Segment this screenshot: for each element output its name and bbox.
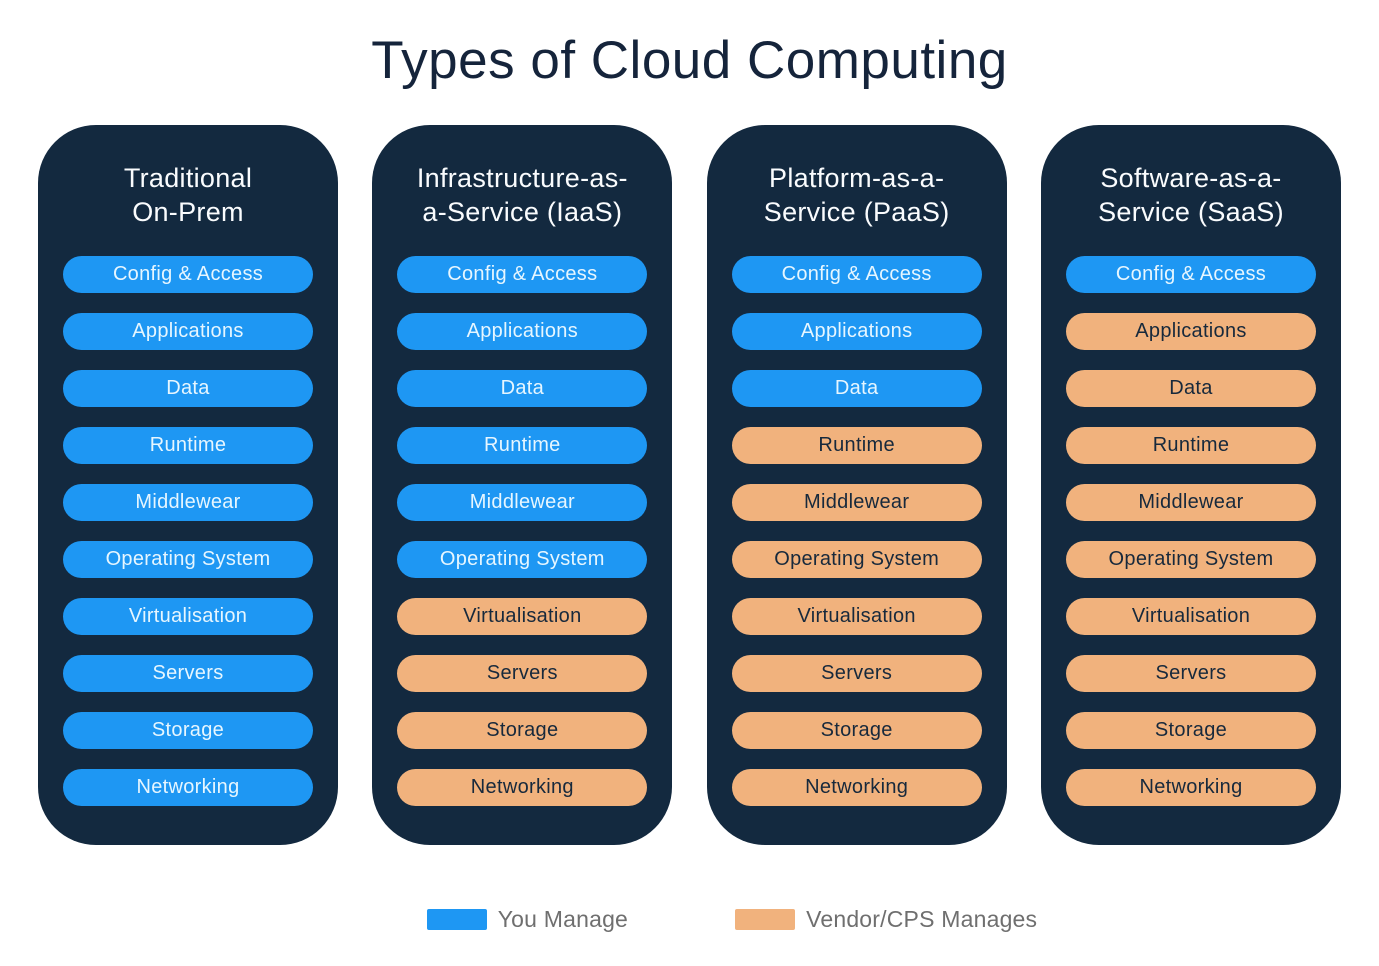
layer-pill: Applications [731,313,982,350]
layer-pill: Runtime [397,427,648,464]
layer-pill: Operating System [397,541,648,578]
layer-pill: Data [397,370,648,407]
layer-pill: Networking [397,769,648,806]
layer-pill: Networking [63,769,313,806]
column-card: Infrastructure-as-a-Service (IaaS) Config… [372,125,673,845]
layer-pill: Config & Access [1065,256,1316,293]
layer-pill: Operating System [1065,541,1316,578]
layer-pill: Middlewear [397,484,648,521]
layer-pill: Operating System [731,541,982,578]
layer-pill: Storage [397,712,648,749]
layer-pill: Servers [1065,655,1316,692]
layer-pill: Operating System [63,541,313,578]
layer-pill: Runtime [63,427,313,464]
vendor-manages-swatch-icon [735,909,796,930]
layer-pill: Virtualisation [397,598,648,635]
layer-pill: Storage [1065,712,1316,749]
layer-pill: Data [1065,370,1316,407]
page-title: Types of Cloud Computing [371,31,1008,90]
layer-pill: Storage [731,712,982,749]
layer-pill: Config & Access [63,256,313,293]
layer-pill: Virtualisation [731,598,982,635]
column-title: Software-as-a-Service (SaaS) [1098,163,1284,227]
layer-pill: Networking [731,769,982,806]
layer-pill: Data [63,370,313,407]
layer-pill: Applications [397,313,648,350]
vendor-manages-label: Vendor/CPS Manages [806,906,1038,932]
layer-pill: Config & Access [397,256,648,293]
layer-pill: Storage [63,712,313,749]
layer-pill: Runtime [731,427,982,464]
layer-pill: Virtualisation [63,598,313,635]
layer-pill: Applications [1065,313,1316,350]
layer-pill: Middlewear [731,484,982,521]
layer-pill: Virtualisation [1065,598,1316,635]
layer-pill: Config & Access [731,256,982,293]
layer-pill: Servers [63,655,313,692]
layer-pill: Data [731,370,982,407]
legend-item-vendor-manages: Vendor/CPS Manages [735,906,1037,933]
layer-pill: Runtime [1065,427,1316,464]
column-card: Software-as-a-Service (SaaS) Config & Acc… [1040,125,1341,845]
legend: You Manage Vendor/CPS Manages [0,906,1379,933]
layer-pill: Servers [397,655,648,692]
layer-pill: Networking [1065,769,1316,806]
layer-pill: Middlewear [1065,484,1316,521]
layer-pill: Applications [63,313,313,350]
column-title: Infrastructure-as-a-Service (IaaS) [416,163,628,227]
layer-pill: Middlewear [63,484,313,521]
column-card: Platform-as-a-Service (PaaS) Config & Acc… [706,125,1007,845]
you-manage-label: You Manage [497,906,629,932]
column-title: Platform-as-a-Service (PaaS) [763,163,950,227]
you-manage-swatch-icon [426,909,487,930]
legend-item-you-manage: You Manage [426,906,629,933]
layer-pill: Servers [731,655,982,692]
